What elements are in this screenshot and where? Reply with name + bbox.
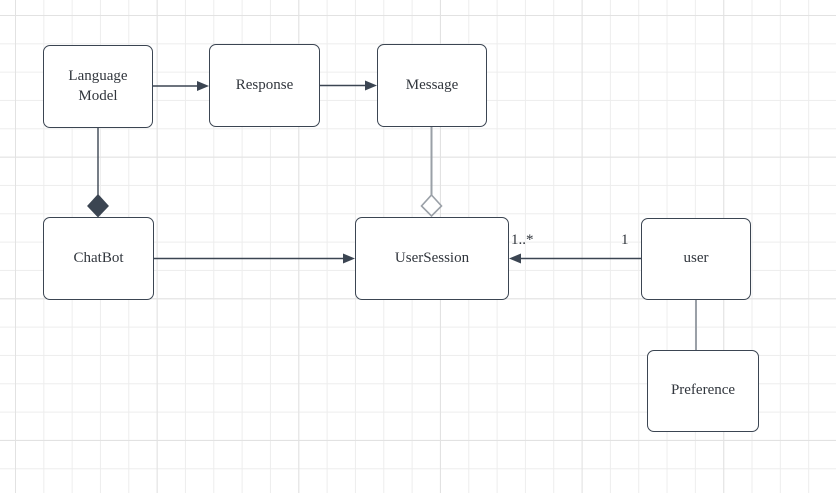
node-label: Language Model xyxy=(68,68,128,104)
node-label: user xyxy=(683,250,709,267)
node-user[interactable]: user xyxy=(641,218,751,300)
arrowhead-right-icon xyxy=(197,81,209,91)
edge-label-multiplicity-source[interactable]: 1 xyxy=(621,232,629,248)
node-label: Response xyxy=(235,76,294,93)
node-label: UserSession xyxy=(394,249,470,266)
node-label: Message xyxy=(405,76,459,93)
arrowhead-right-icon xyxy=(343,253,355,264)
node-language-model[interactable]: Language Model xyxy=(43,45,153,128)
edge-response-message-arrow[interactable] xyxy=(320,80,377,91)
edge-chatbot-usersession-arrow[interactable] xyxy=(154,253,355,264)
composition-diamond-icon xyxy=(87,193,109,218)
node-chatbot[interactable]: ChatBot xyxy=(43,217,154,300)
edge-label-multiplicity-target[interactable]: 1..* xyxy=(511,232,534,248)
edge-languagemodel-chatbot-composition[interactable] xyxy=(87,128,109,218)
node-label: Preference xyxy=(670,382,736,399)
edge-user-usersession-arrow[interactable] xyxy=(509,253,641,264)
node-label: ChatBot xyxy=(73,249,124,266)
node-message[interactable]: Message xyxy=(377,44,487,127)
node-preference[interactable]: Preference xyxy=(647,350,759,432)
edge-languagemodel-response-arrow[interactable] xyxy=(153,81,209,91)
arrowhead-right-icon xyxy=(365,80,377,91)
arrowhead-left-icon xyxy=(509,253,521,264)
node-usersession[interactable]: UserSession xyxy=(355,217,509,300)
aggregation-diamond-icon xyxy=(420,193,443,218)
node-response[interactable]: Response xyxy=(209,44,320,127)
edge-message-usersession-aggregation[interactable] xyxy=(420,127,443,218)
